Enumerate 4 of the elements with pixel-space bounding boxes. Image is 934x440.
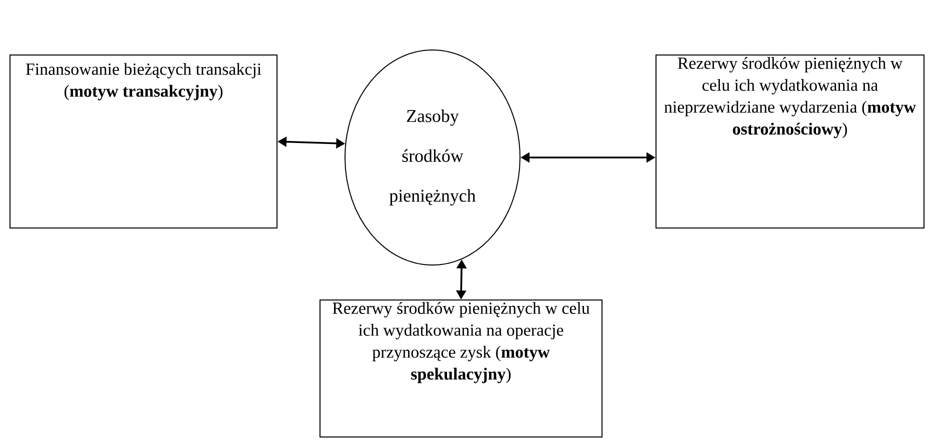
text-box: Rezerwy środków pieniężnych w celu ich wydatkowania na nieprzewidziane wydarzenia (motyw ostrożnościowy) <box>656 54 924 228</box>
circle-node: Zasoby środków pieniężnych <box>344 50 520 266</box>
text-box: Finansowanie bieżących transakcji (motyw transakcyjny) <box>10 54 278 228</box>
text-box: Rezerwy środków pieniężnych w celu ich wydatkowania na operacje przynoszące zysk (motyw spekulacyjny) <box>320 300 602 438</box>
